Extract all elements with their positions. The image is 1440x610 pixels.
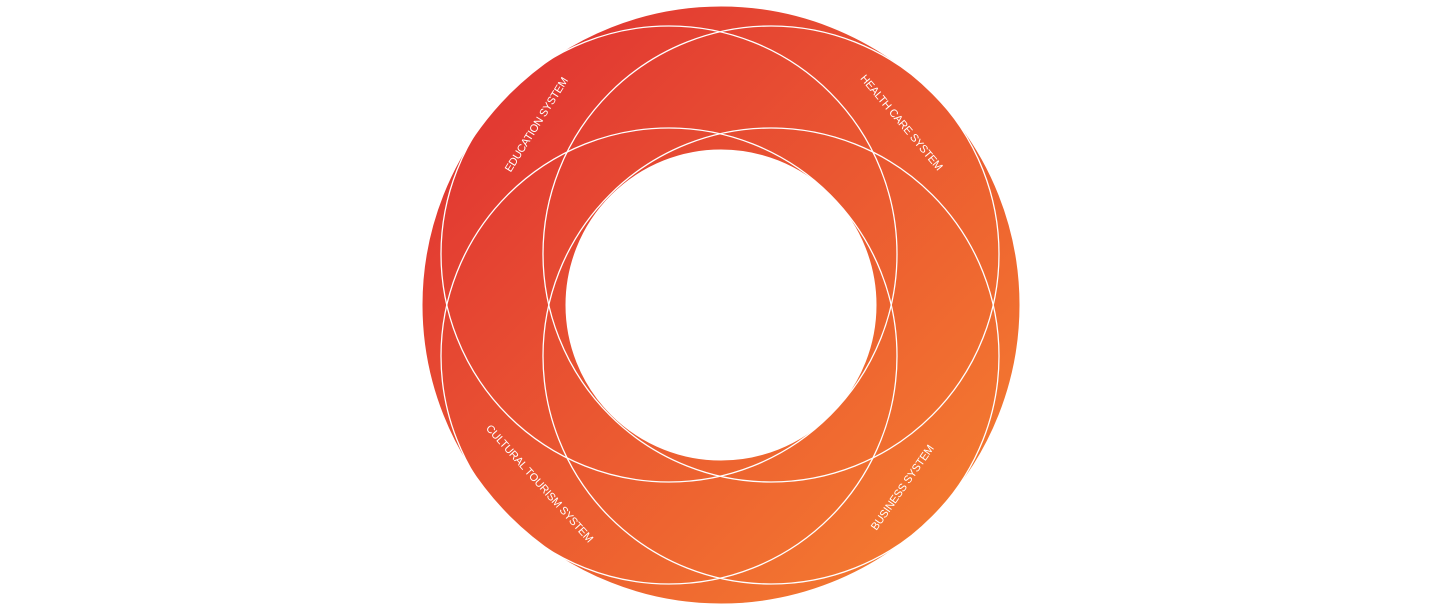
divider-arc-health (542, 25, 1000, 483)
ring-body (422, 6, 1020, 604)
divider-arc-tourism (440, 127, 898, 585)
inner-rim (565, 149, 877, 461)
divider-arc-education (440, 25, 898, 483)
segment-dividers (440, 25, 1000, 585)
divider-arc-business (542, 127, 1000, 585)
outer-rim (421, 5, 1021, 605)
